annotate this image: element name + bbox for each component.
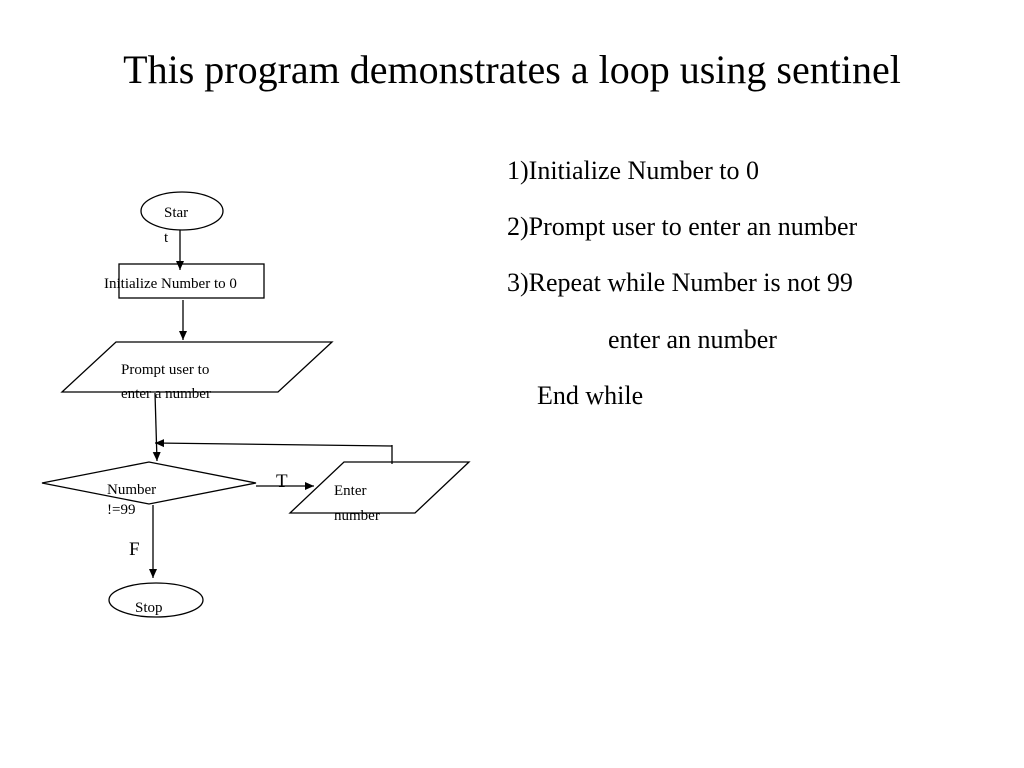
step-end-while: End while — [537, 381, 644, 410]
start-terminal — [140, 191, 224, 231]
arrow-prompt-to-decision — [152, 392, 161, 462]
slide-title: This program demonstrates a loop using s… — [123, 47, 901, 92]
stop-terminal — [108, 582, 204, 618]
step-1: 1)Initialize Number to 0 — [507, 156, 759, 185]
arrow-loop-back — [154, 439, 393, 448]
decision-diamond — [41, 461, 257, 505]
step-3: 3)Repeat while Number is not 99 — [507, 268, 853, 297]
step-3-body: enter an number — [608, 325, 777, 354]
false-branch-label: F — [129, 539, 140, 560]
step-2: 2)Prompt user to enter an number — [507, 212, 858, 241]
prompt-label-line1: Prompt user to — [121, 362, 209, 378]
enter-number-parallelogram — [288, 461, 471, 514]
enter-label-line2: number — [334, 508, 380, 524]
decision-label-line2: !=99 — [107, 502, 135, 518]
init-process-box — [118, 263, 265, 299]
start-label: Star — [164, 205, 188, 221]
stop-label: Stop — [135, 600, 163, 616]
prompt-input-parallelogram — [60, 341, 334, 393]
true-branch-label: T — [276, 471, 288, 492]
init-label: Initialize Number to 0 — [104, 276, 237, 292]
prompt-label-line2: enter a number — [121, 386, 211, 402]
enter-label-line1: Enter — [334, 483, 366, 499]
start-label-wrap: t — [164, 230, 169, 246]
decision-label-line1: Number — [107, 482, 156, 498]
